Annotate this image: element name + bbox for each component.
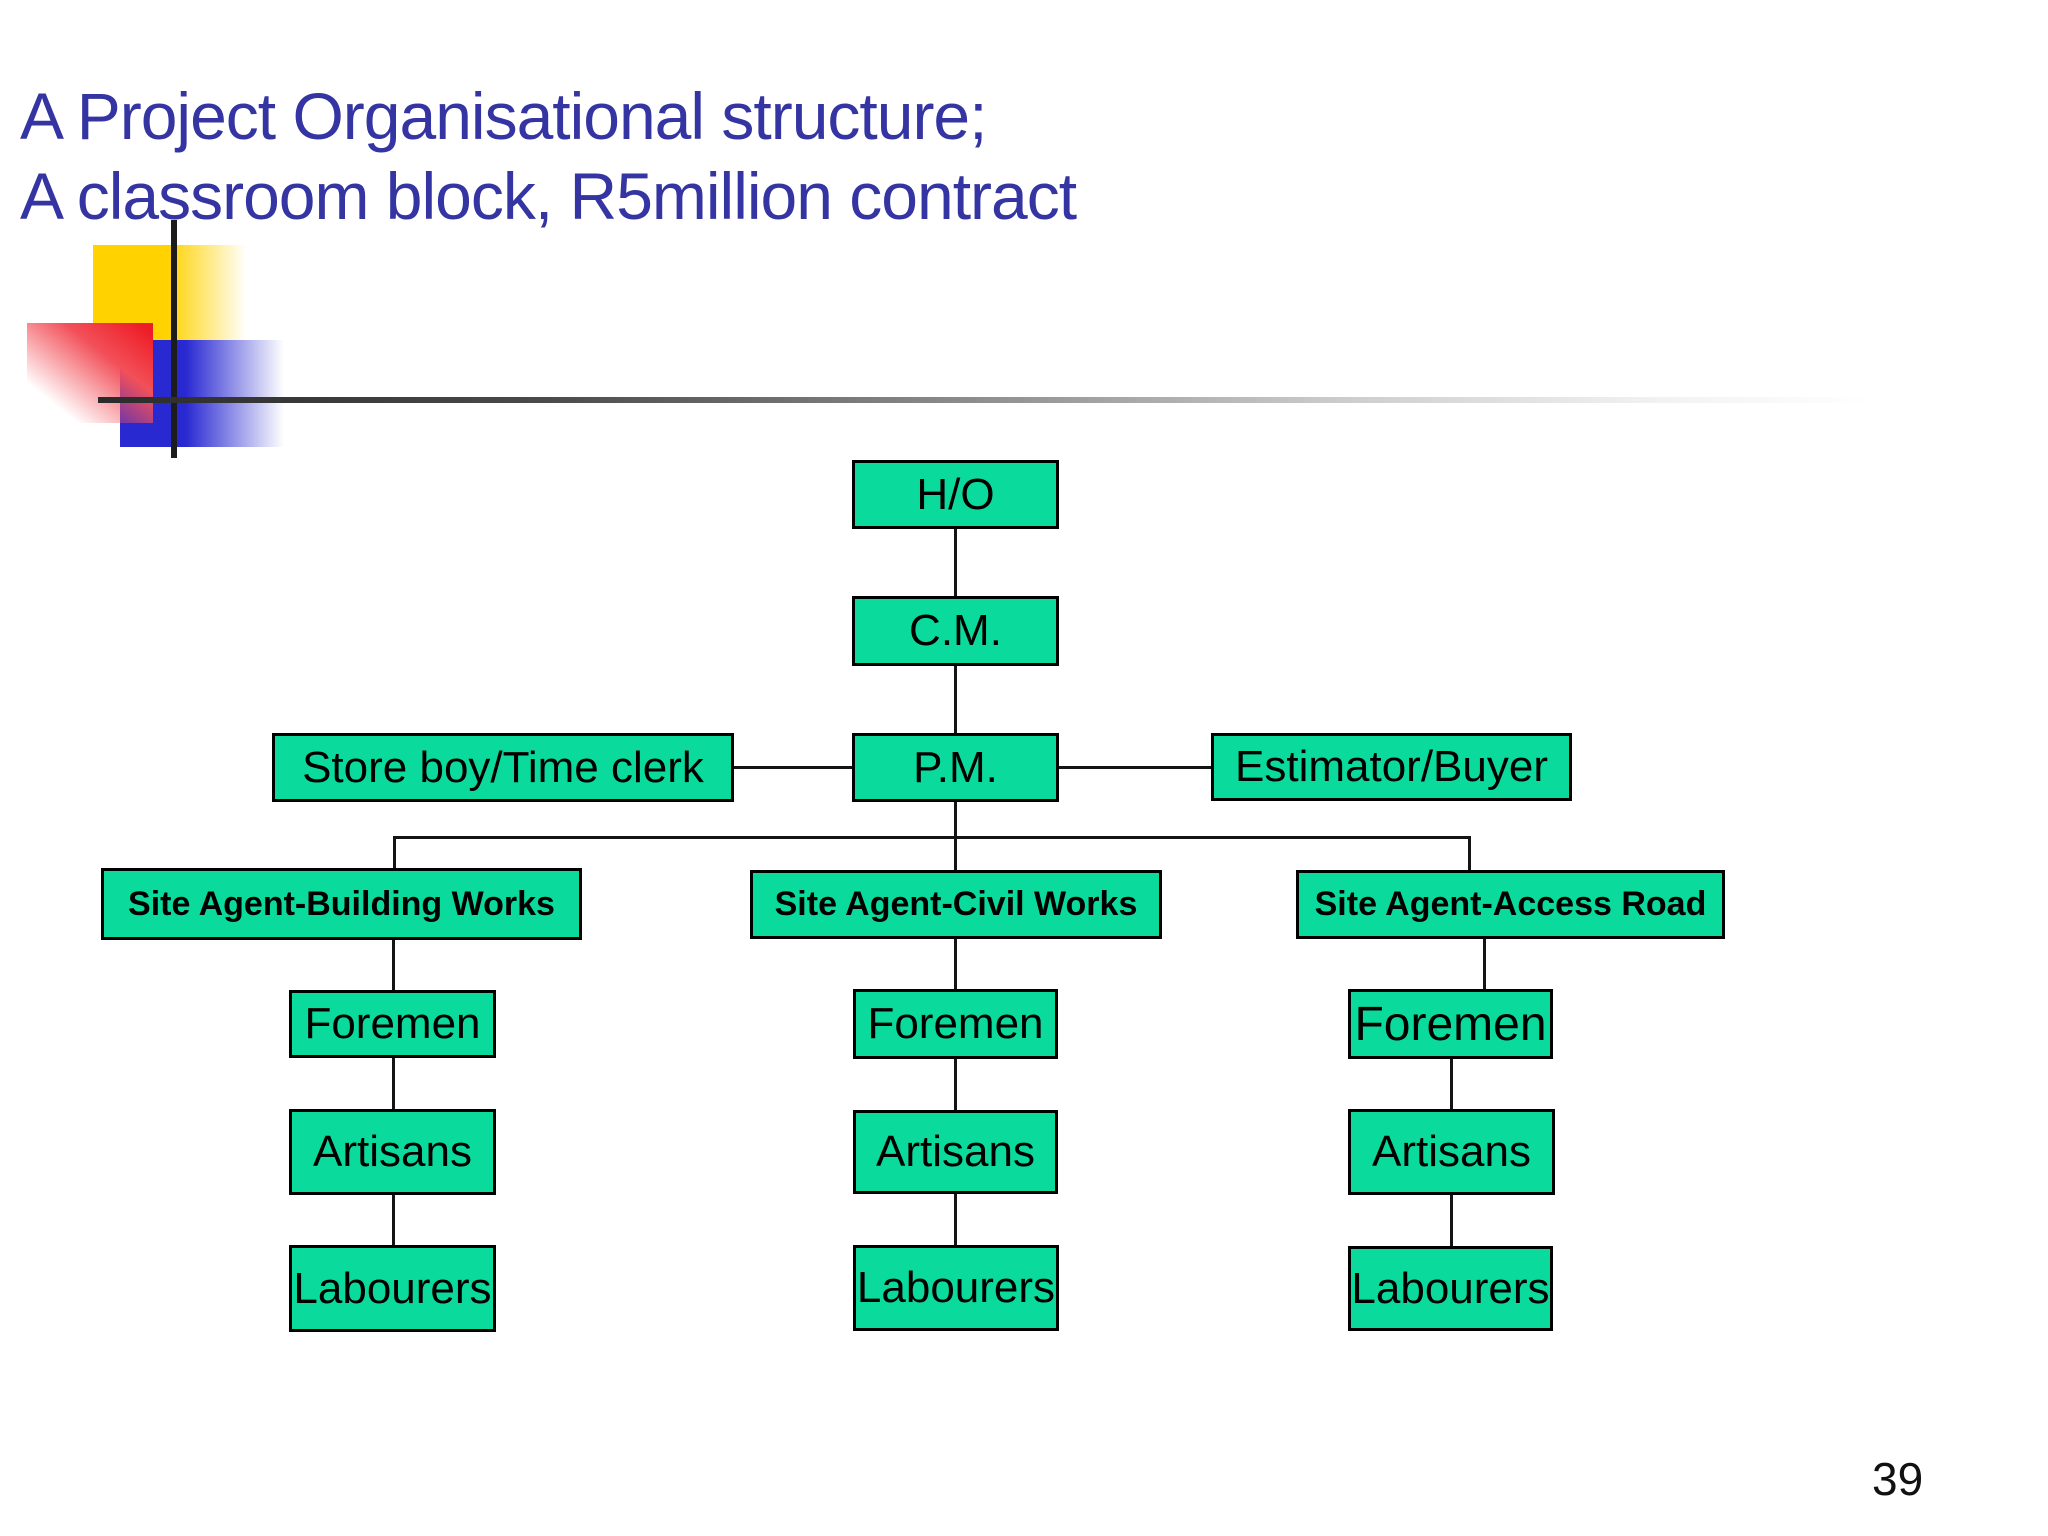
connector-drop-right [1468, 836, 1471, 872]
box-labourers-civil: Labourers [853, 1245, 1059, 1331]
box-foremen-access: Foremen [1348, 989, 1553, 1059]
connector-drop-middle [954, 836, 957, 872]
box-estimator-buyer: Estimator/Buyer [1211, 733, 1572, 801]
connector-foremen2-artisans [954, 1059, 957, 1110]
slide-title-line1: A Project Organisational structure; [20, 79, 987, 153]
connector-artisans2-labourers [954, 1194, 957, 1245]
connector-cm-pm [954, 666, 957, 733]
connector-artisans1-labourers [392, 1195, 395, 1245]
connector-agent2-foremen [954, 939, 957, 989]
connector-pm-estimator [1059, 766, 1211, 769]
box-agent-civil-works: Site Agent-Civil Works [750, 870, 1162, 939]
divider-gradient-line [98, 397, 1873, 403]
box-contracts-manager: C.M. [852, 596, 1059, 666]
box-head-office: H/O [852, 460, 1059, 529]
box-labourers-access: Labourers [1348, 1246, 1553, 1331]
box-agent-access-road: Site Agent-Access Road [1296, 870, 1725, 939]
connector-foremen3-artisans [1450, 1059, 1453, 1109]
connector-foremen1-artisans [392, 1058, 395, 1109]
box-artisans-building: Artisans [289, 1109, 496, 1195]
slide-title: A Project Organisational structure; A cl… [20, 76, 1077, 236]
connector-pm-down [954, 802, 957, 836]
page-number: 39 [1872, 1453, 1924, 1505]
box-store-clerk: Store boy/Time clerk [272, 733, 734, 802]
decor-vertical-line [171, 220, 177, 458]
box-agent-building-works: Site Agent-Building Works [101, 868, 582, 940]
box-artisans-access: Artisans [1348, 1109, 1555, 1195]
connector-drop-left [393, 836, 396, 870]
box-project-manager: P.M. [852, 733, 1059, 802]
connector-store-pm [734, 766, 852, 769]
box-foremen-building: Foremen [289, 990, 496, 1058]
box-labourers-building: Labourers [289, 1245, 496, 1332]
slide-title-line2: A classroom block, R5million contract [20, 159, 1077, 233]
connector-ho-cm [954, 529, 957, 596]
connector-artisans3-labourers [1450, 1195, 1453, 1246]
connector-agent1-foremen [392, 940, 395, 990]
connector-agent3-foremen [1483, 939, 1486, 989]
box-artisans-civil: Artisans [853, 1110, 1058, 1194]
decor-red-square [27, 323, 153, 423]
connector-distribution [393, 836, 1471, 839]
box-foremen-civil: Foremen [853, 989, 1058, 1059]
